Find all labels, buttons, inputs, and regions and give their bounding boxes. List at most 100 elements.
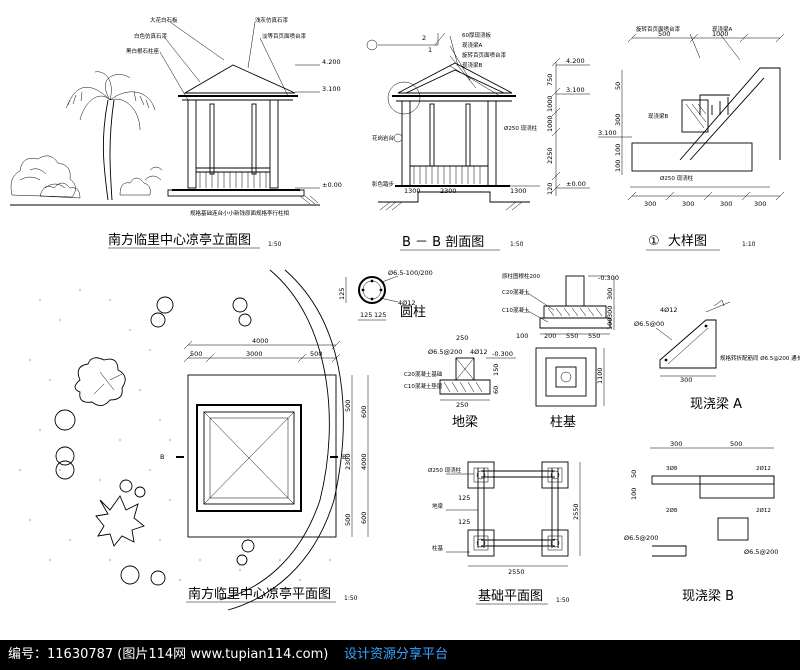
beam-b-side-dim: 100 <box>630 488 638 500</box>
beam-a-note: 规格转折配筋同 Ø6.5@200 通长 <box>720 354 800 362</box>
plan-dim-top: 4000 <box>252 337 269 345</box>
plan-scale: 1:50 <box>344 595 358 602</box>
beam-a-dim: 300 <box>680 376 692 384</box>
beam-b-side-dim: 50 <box>630 470 638 478</box>
column-title: 圆柱 <box>400 305 426 320</box>
elevation-view: 大花白石板 白色仿真石漆 黑白根石柱座 浅灰仿真石漆 淡等百页面喷台漆 4.20… <box>10 16 342 249</box>
detail-dim-left: 100 <box>614 144 622 156</box>
plan-dim-right: 4000 <box>360 453 368 470</box>
elevation-callout: 淡等百页面喷台漆 <box>262 32 307 40</box>
detail-dim-bottom: 300 <box>644 200 656 208</box>
detail-dim-left: 100 <box>614 160 622 172</box>
column-dim: 125 <box>360 311 372 319</box>
section-callout: 现浇梁A <box>462 41 483 49</box>
elevation-callout: 大花白石板 <box>150 16 178 24</box>
beam-b-detail: 300 500 3Ø8 2Ø12 2Ø8 2Ø12 100 50 Ø6.5@20… <box>624 440 778 604</box>
foundation-scale: 1:50 <box>556 597 570 604</box>
pavilion-column <box>269 99 279 189</box>
pedestal-dim-v: 100 <box>606 318 614 330</box>
column-main-bar: 4Ø12 <box>398 299 416 307</box>
section-hdim: 2300 <box>440 187 457 195</box>
detail-callout: 现浇梁B <box>648 112 669 120</box>
pedestal-dim-v: 300 <box>606 306 614 318</box>
beam-a-title: 现浇梁 A <box>690 397 742 412</box>
pedestal-top-note: 原柱图根柱200 <box>502 272 540 280</box>
footer-bar: 编号：11630787 (图片114网 www.tupian114.com) 设… <box>0 640 800 670</box>
column-rebar: Ø6.5-100/200 <box>388 269 433 277</box>
ground-beam-dim: 250 <box>456 334 468 342</box>
beam-b-stirrup: Ø6.5@200 <box>624 534 658 542</box>
drawing-sheet: 大花白石板 白色仿真石漆 黑白根石柱座 浅灰仿真石漆 淡等百页面喷台漆 4.20… <box>10 16 800 611</box>
section-level: 3.100 <box>566 86 585 94</box>
ground-beam-title: 地梁 <box>452 415 478 430</box>
foundation-base-note: 柱基 <box>432 544 444 552</box>
foundation-dim-inner: 125 <box>458 494 470 502</box>
section-scale: 1:50 <box>510 241 524 248</box>
section-column-note: Ø250 现浇柱 <box>504 124 538 132</box>
section-note: 花岗岩台 <box>372 134 395 142</box>
plan-dim-right: 500 <box>344 400 352 412</box>
detail-marker: ① <box>648 234 660 249</box>
beam-b-stirrup: Ø6.5@200 <box>744 548 778 556</box>
shrub-icon <box>10 155 163 199</box>
detail-dim-top: 500 <box>658 30 670 38</box>
ground-beam-layer: C20混凝土基础 <box>404 370 443 378</box>
svg-text:1: 1 <box>428 46 432 54</box>
ground-beam-rebar: 4Ø12 <box>470 348 488 356</box>
foundation-pedestal <box>467 529 495 557</box>
beam-b-bar: 3Ø8 <box>666 465 678 472</box>
detail-dim-left: 300 <box>614 114 622 126</box>
foundation-pedestal <box>467 461 495 489</box>
elevation-title: 南方临里中心凉亭立面图 <box>108 232 251 248</box>
detail-callout-circle <box>387 81 421 115</box>
section-cut-mark: B <box>342 453 346 461</box>
beam-b-bar: 2Ø8 <box>666 507 678 514</box>
elevation-level: 3.100 <box>322 85 341 93</box>
pedestal-layer: C20混凝土 <box>502 288 530 296</box>
curved-path-edge <box>219 269 330 601</box>
section-vdim: 750 <box>546 74 554 86</box>
ground-beam-dim: 150 <box>492 364 500 376</box>
tree-icon <box>54 296 255 586</box>
detail-dim-bottom: 300 <box>682 200 694 208</box>
detail-dim-bottom: 300 <box>720 200 732 208</box>
plan-dim-right: 600 <box>360 406 368 418</box>
beam-b-bar: 2Ø12 <box>756 507 771 514</box>
foundation-pedestal <box>541 461 569 489</box>
pedestal-dim-h: 550 <box>588 332 600 340</box>
plan-dim-top: 500 <box>190 350 202 358</box>
section-vdim: 2250 <box>546 147 554 164</box>
plan-title: 南方临里中心凉亭平面图 <box>188 586 331 602</box>
detail-view: 500 1000 300 300 300 300 50 300 100 100 … <box>598 25 785 251</box>
elevation-scale: 1:50 <box>268 241 282 248</box>
column-dim: 125 <box>338 288 346 300</box>
pedestal-title: 柱基 <box>550 415 576 430</box>
foundation-dim-bottom: 2550 <box>508 568 525 576</box>
section-note: 影色踏步 <box>372 180 395 188</box>
foundation-beam-note: 地梁 <box>432 502 444 510</box>
section-callout: 现浇梁B <box>462 61 483 69</box>
pedestal-plan-dim: 1100 <box>596 367 604 384</box>
elevation-ground-note: 规格基础连台小小新钱原面规格李行柱相 <box>190 209 290 217</box>
footer-id-label: 编号：11630787 (图片114网 www.tupian114.com) <box>8 647 329 662</box>
elevation-level: 4.200 <box>322 58 341 66</box>
column-dim: 125 <box>374 311 386 319</box>
section-level: ±0.00 <box>566 180 586 188</box>
beam-b-bar: 2Ø12 <box>756 465 771 472</box>
plan-dim-right: 500 <box>344 514 352 526</box>
elevation-callout: 黑白根石柱座 <box>126 47 160 55</box>
foundation-title: 基础平面图 <box>478 589 543 604</box>
beam-a-top-bar: 4Ø12 <box>660 306 678 314</box>
beam-b-dim-top: 500 <box>730 440 742 448</box>
pedestal-detail: -0.300 原柱图根柱200 C20混凝土 C10混凝土 100 200 55… <box>502 272 619 430</box>
pavilion-roof-outline <box>196 404 302 512</box>
section-title: B － B 剖面图 <box>402 235 484 250</box>
foundation-column-note: Ø250 现浇柱 <box>428 466 462 474</box>
pedestal-layer: C10混凝土 <box>502 306 530 314</box>
foundation-dim-inner: 125 <box>458 518 470 526</box>
plan-dim-top: 3000 <box>246 350 263 358</box>
footer-link[interactable]: 设计资源分享平台 <box>344 647 449 662</box>
detail-callout: 现浇梁A <box>712 25 733 33</box>
foundation-dim-right: 2550 <box>572 503 580 520</box>
beam-b-dim-top: 300 <box>670 440 682 448</box>
